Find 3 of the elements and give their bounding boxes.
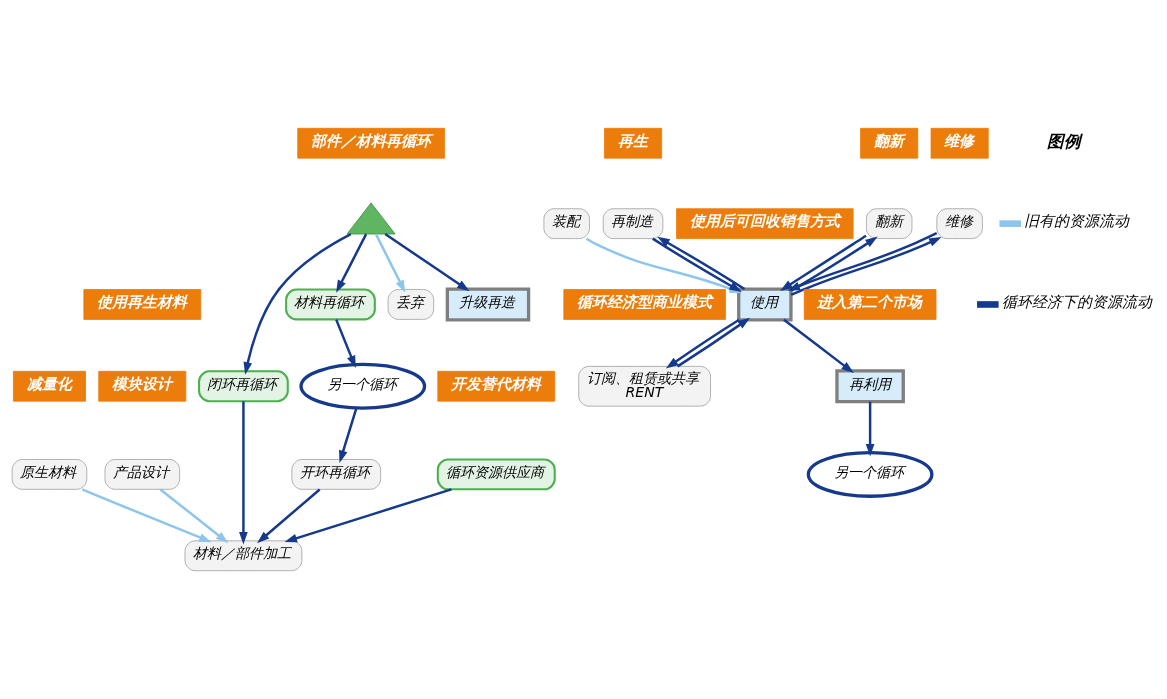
- label: 图例: [1047, 131, 1082, 151]
- legend-label: 循环经济下的资源流动: [1001, 293, 1152, 312]
- legend-label: 旧有的资源流动: [1024, 212, 1130, 231]
